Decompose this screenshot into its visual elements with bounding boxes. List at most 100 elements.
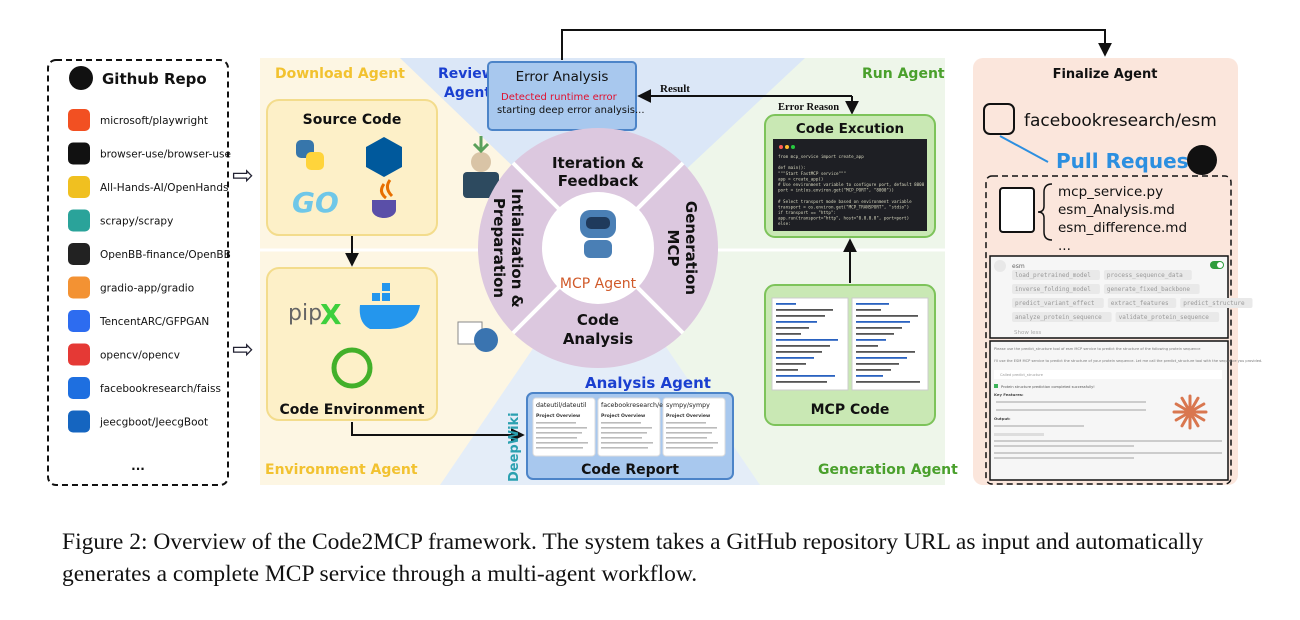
go-icon: GO — [292, 186, 339, 219]
report-line — [666, 442, 718, 444]
robot-icon — [580, 210, 616, 258]
report-line — [536, 442, 588, 444]
code-line — [856, 339, 886, 341]
github-repo-title: Github Repo — [102, 70, 207, 88]
report-title: sympy/sympy — [666, 402, 710, 409]
pull-request-label[interactable]: Pull Request — [1056, 149, 1199, 173]
code-line — [856, 345, 878, 347]
report-line — [601, 432, 647, 434]
tool-chip-label: analyze_protein_sequence — [1015, 314, 1102, 321]
environment-agent-label: Environment Agent — [265, 462, 418, 478]
report-line — [666, 422, 706, 424]
code-line — [856, 309, 881, 311]
code-line: else: — [778, 221, 791, 226]
code-line — [856, 351, 915, 353]
conda-icon — [331, 347, 373, 389]
code-line — [856, 369, 891, 371]
wheel-mcp-generation-2: Generation — [682, 201, 700, 295]
code-line — [856, 315, 918, 317]
figure-caption: Figure 2: Overview of the Code2MCP frame… — [62, 529, 1204, 587]
wheel-iteration-feedback: Iteration & — [552, 154, 644, 172]
report-line — [601, 447, 648, 449]
tool-chip-label: load_pretrained_model — [1015, 272, 1091, 279]
code-line: if transport == "http": — [778, 210, 836, 215]
tool-chip[interactable] — [1012, 270, 1100, 280]
openhands-logo — [68, 176, 90, 198]
tool-chip-label: inverse_folding_model — [1015, 286, 1091, 293]
pip-icon: pip — [288, 301, 322, 326]
tool-chip[interactable] — [1180, 298, 1253, 308]
key-features-label: Key Features: — [994, 392, 1024, 397]
code-line — [856, 381, 920, 383]
more-repos: ... — [131, 459, 145, 473]
runtime-error-text: Detected runtime error — [501, 92, 618, 103]
tencentarc-logo — [68, 310, 90, 332]
result-edge-label: Result — [660, 83, 690, 95]
code-line: app.run(transport="http", host="0.0.0.0"… — [778, 216, 909, 221]
code-line — [776, 381, 827, 383]
finalize-agent-label: Finalize Agent — [1053, 67, 1158, 82]
repo-link[interactable]: OpenBB-finance/OpenBB — [100, 249, 231, 261]
code-line — [776, 339, 838, 341]
review-agent-label-2: Agent — [444, 85, 491, 101]
tool-chip-label: predict_variant_effect — [1015, 300, 1095, 307]
run-agent-label: Run Agent — [862, 66, 945, 82]
report-title: facebookresearch/esm — [601, 402, 672, 409]
repo-link[interactable]: gradio-app/gradio — [100, 283, 194, 295]
error-analysis-status: starting deep error analysis... — [497, 105, 645, 116]
cpp-icon — [366, 137, 402, 177]
tool-chip[interactable] — [1115, 312, 1220, 322]
repo-link[interactable]: jeecgboot/JeecgBoot — [99, 417, 208, 429]
analysis-agent-avatar — [457, 321, 498, 352]
wheel-code-analysis: Code — [577, 311, 619, 329]
repo-link[interactable]: opencv/opencv — [100, 350, 180, 362]
github-icon — [1187, 145, 1217, 175]
browser-use-logo — [68, 142, 90, 165]
tool-chip[interactable] — [1012, 298, 1104, 308]
docker-icon — [359, 283, 420, 329]
repo-link[interactable]: scrapy/scrapy — [100, 216, 173, 228]
code-line — [776, 315, 825, 317]
code-line — [856, 363, 899, 365]
mcp-tools-panel — [989, 255, 1229, 339]
download-agent-avatar — [463, 136, 499, 198]
tool-chip[interactable] — [1107, 298, 1177, 308]
show-less-link[interactable]: Show less — [1014, 330, 1041, 336]
terminal-window — [773, 139, 927, 231]
report-line — [601, 437, 642, 439]
report-line — [601, 427, 652, 429]
tool-call[interactable]: Called predict_structure — [1000, 373, 1044, 377]
report-line — [536, 422, 576, 424]
tool-chip-label: extract_features — [1111, 300, 1169, 307]
service-name: esm — [1012, 263, 1025, 270]
report-heading: Project Overview — [666, 413, 711, 419]
code-line — [856, 357, 907, 359]
scrapy-logo — [68, 209, 90, 232]
gradio-logo — [68, 276, 90, 299]
tool-chip[interactable] — [1103, 270, 1192, 280]
report-line — [601, 422, 641, 424]
wheel-initialization: Intialization & — [508, 188, 526, 307]
pip-x-icon: X — [320, 298, 342, 331]
tool-chip-label: predict_structure — [1183, 300, 1245, 307]
repo-link[interactable]: facebookresearch/faiss — [100, 383, 221, 395]
wheel-iteration-feedback-2: Feedback — [558, 172, 639, 190]
repo-link[interactable]: browser-use/browser-use — [100, 149, 231, 161]
claude-logo — [1172, 394, 1208, 430]
error-reason-edge-label: Error Reason — [778, 102, 839, 113]
framework-diagram: Github Repo microsoft/playwright browser-… — [47, 29, 1262, 486]
repo-link[interactable]: All-Hands-AI/OpenHands — [100, 182, 228, 194]
repo-link[interactable]: microsoft/playwright — [100, 115, 208, 127]
tool-chip[interactable] — [1012, 284, 1100, 294]
mcp-code-title: MCP Code — [811, 402, 890, 418]
tool-chip[interactable] — [1012, 312, 1112, 322]
faiss-logo — [68, 377, 90, 399]
report-heading: Project Overview — [601, 413, 646, 419]
repo-link[interactable]: TencentARC/GFPGAN — [99, 316, 209, 328]
code-line: def main(): — [778, 165, 806, 170]
tool-chip[interactable] — [1103, 284, 1200, 294]
code-line — [856, 375, 883, 377]
code-line — [776, 345, 830, 347]
report-line — [666, 432, 712, 434]
mcp-agent-label: MCP Agent — [560, 276, 637, 292]
